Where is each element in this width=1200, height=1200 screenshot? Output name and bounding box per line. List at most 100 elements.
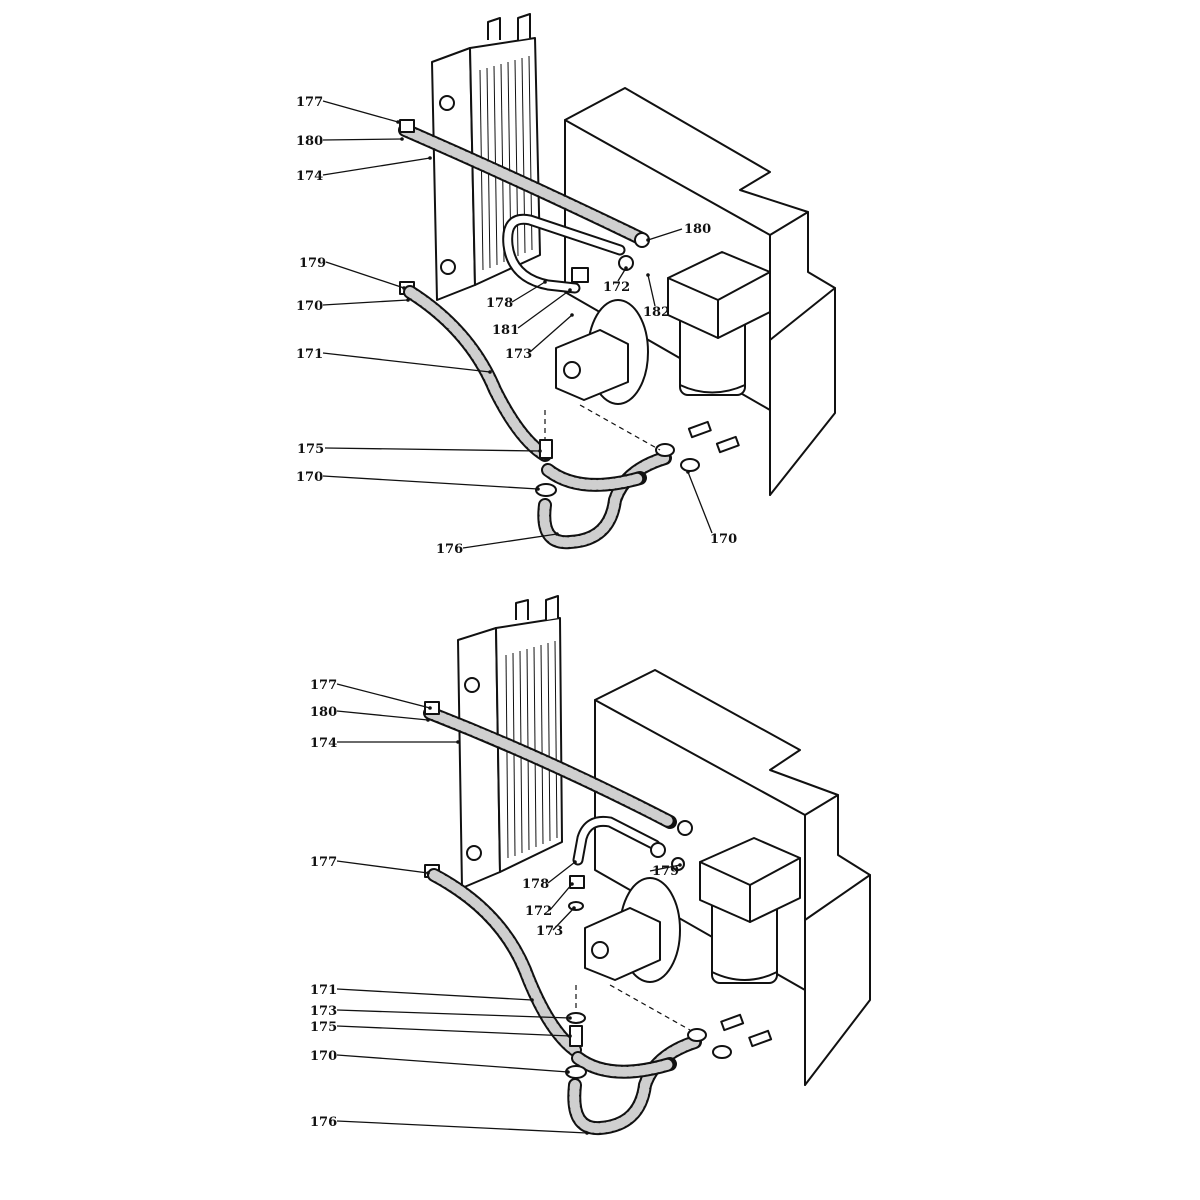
callout: 171	[296, 347, 492, 374]
hose-176	[567, 1035, 702, 1136]
callout-leader-tip	[488, 370, 492, 374]
callout: 176	[310, 1115, 589, 1135]
part-number-label: 180	[684, 222, 711, 237]
callout-leader-line	[517, 289, 571, 329]
callout-leader-tip	[568, 288, 572, 292]
oil-pump	[555, 299, 649, 405]
callout: 179	[649, 863, 682, 879]
callout: 175	[310, 1020, 572, 1038]
callout-leader-line	[325, 261, 405, 289]
part-number-label: 179	[299, 256, 326, 271]
callout: 172	[603, 266, 630, 295]
part-number-label: 180	[310, 705, 337, 720]
part-number-label: 182	[643, 305, 670, 320]
callout: 173	[505, 313, 574, 362]
guide-line	[609, 984, 691, 1031]
assembly-top	[398, 13, 836, 550]
callout-leader-line	[649, 864, 681, 872]
callout: 170	[296, 298, 410, 314]
callout-leader-tip	[456, 740, 460, 744]
part-number-label: 174	[310, 736, 337, 751]
callout-leader-line	[336, 710, 429, 721]
callout-leader-line	[552, 907, 575, 931]
callout-leader-line	[687, 471, 713, 534]
hose-174	[423, 706, 677, 829]
callout-leader-tip	[555, 532, 559, 536]
callout-leader-line	[336, 683, 431, 709]
callout: 179	[299, 256, 406, 290]
callout-leader-line	[462, 533, 558, 549]
part-number-label: 170	[310, 1049, 337, 1064]
callout-leader-tip	[646, 238, 650, 242]
clamps-and-bolts-top	[535, 420, 740, 497]
callout-leader-line	[336, 988, 533, 1001]
callout-leader-tip	[396, 120, 400, 124]
callout-leader-tip	[428, 156, 432, 160]
callout-leader-tip	[573, 860, 577, 864]
part-number-label: 173	[505, 347, 532, 362]
oil-filter	[667, 251, 771, 396]
callout-leader-line	[322, 352, 491, 373]
hose-171	[403, 285, 552, 462]
part-number-label: 173	[536, 924, 563, 939]
callout-layer: 1771801741801791781721821811701731711751…	[296, 95, 737, 1135]
callout: 180	[646, 222, 711, 242]
callout: 172	[525, 882, 574, 919]
callout: 177	[310, 855, 430, 875]
callout-leader-line	[322, 299, 409, 306]
callout-leader-tip	[678, 863, 682, 867]
callout: 170	[296, 470, 540, 491]
rigid-pipe	[502, 213, 626, 294]
callout: 182	[643, 273, 670, 320]
part-number-label: 178	[522, 877, 549, 892]
guide-line	[579, 404, 661, 451]
callout: 175	[297, 442, 542, 457]
callout: 180	[296, 134, 404, 149]
oil-cooler	[431, 13, 541, 301]
callout-leader-tip	[530, 998, 534, 1002]
part-number-label: 170	[296, 470, 323, 485]
callout: 176	[436, 532, 559, 557]
callout-leader-tip	[402, 286, 406, 290]
callout: 170	[310, 1049, 570, 1074]
part-number-label: 170	[296, 299, 323, 314]
callout-leader-line	[529, 314, 573, 353]
callout-leader-tip	[686, 470, 690, 474]
callout-leader-tip	[624, 266, 628, 270]
callout-leader-tip	[406, 298, 410, 302]
callout-leader-line	[647, 274, 656, 307]
part-number-label: 176	[436, 542, 463, 557]
oil-filter	[699, 837, 801, 984]
callout: 173	[536, 906, 576, 939]
callout-leader-line	[336, 860, 429, 874]
callout-leader-tip	[426, 718, 430, 722]
callout-leader-line	[336, 1054, 569, 1073]
part-number-label: 170	[710, 532, 737, 547]
callout-leader-line	[617, 267, 627, 282]
callout: 180	[310, 705, 430, 722]
hose-171	[427, 868, 582, 1057]
part-number-label: 176	[310, 1115, 337, 1130]
callout: 174	[310, 736, 460, 751]
part-number-label: 177	[310, 855, 337, 870]
callout-leader-tip	[400, 137, 404, 141]
callout: 171	[310, 983, 534, 1002]
part-number-label: 181	[492, 323, 519, 338]
part-number-label: 179	[652, 864, 679, 879]
part-number-label: 172	[525, 904, 552, 919]
callout-leader-line	[322, 475, 539, 490]
callout-leader-line	[324, 447, 541, 452]
part-number-label: 180	[296, 134, 323, 149]
callout-leader-tip	[536, 487, 540, 491]
oil-pump	[584, 877, 681, 983]
part-number-label: 174	[296, 169, 323, 184]
part-number-label: 178	[486, 296, 513, 311]
hose-174	[398, 123, 647, 245]
rigid-pipe	[572, 815, 661, 866]
callout-leader-line	[322, 157, 431, 176]
clamps-and-bolts-bottom	[565, 1012, 773, 1079]
callout-leader-tip	[570, 313, 574, 317]
callout: 177	[310, 678, 432, 710]
